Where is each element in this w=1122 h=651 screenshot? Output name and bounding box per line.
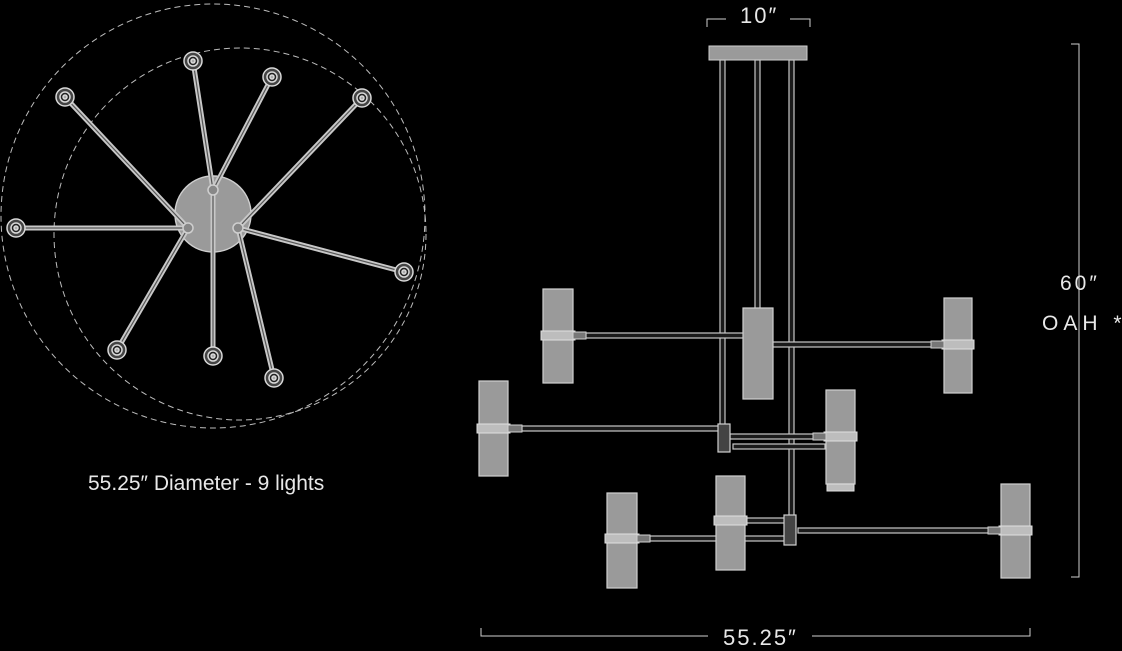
width-dim-left (480, 628, 708, 637)
plan-caption: 55.25″ Diameter - 9 lights (88, 472, 325, 495)
overall-height-label: 60″ (1060, 272, 1100, 295)
plan-lights (6, 51, 414, 388)
dimension-lines (480, 18, 1080, 637)
canopy-width-label: 10″ (740, 3, 779, 28)
plan-hubs (182, 184, 244, 234)
canopy (708, 45, 808, 61)
plan-view (0, 3, 427, 429)
elevation-view (476, 18, 1080, 637)
width-dim-right (812, 628, 1031, 637)
overall-width-label: 55.25″ (723, 625, 798, 650)
inner-diameter-circle (53, 47, 427, 421)
overall-height-note: OAH * (1042, 312, 1122, 335)
canopy-dim-right (790, 18, 811, 27)
arm-joints (507, 331, 1002, 543)
canopy-dim-left (706, 18, 726, 27)
plan-arm-shading (16, 60, 405, 379)
height-dim-line (1071, 43, 1080, 578)
